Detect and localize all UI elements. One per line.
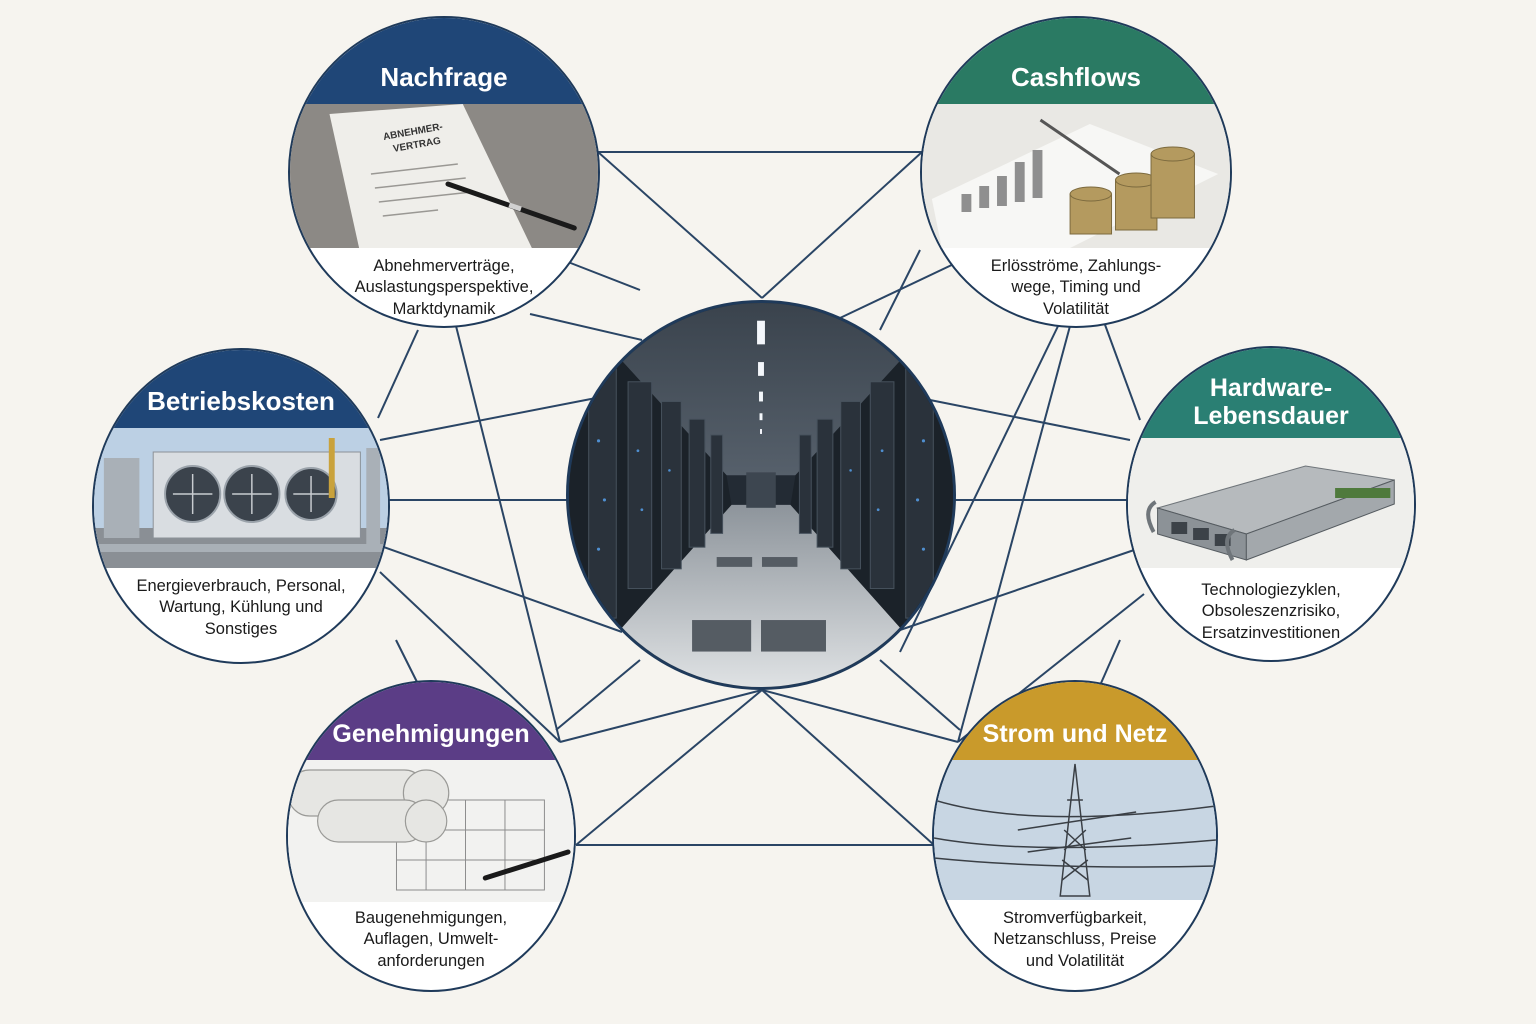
node-nachfrage: Nachfrage ABNEHMER- VERTRAG Abnehmervert… (288, 16, 600, 328)
node-title: Betriebskosten (94, 350, 388, 428)
node-genehmigungen: Genehmigungen Baugenehmigungen (286, 680, 576, 992)
node-title: Cashflows (922, 18, 1230, 104)
connector-line (559, 689, 763, 743)
connector-line (879, 249, 921, 331)
node-description: Erlösströme, Zahlungs- wege, Timing und … (990, 257, 1162, 318)
rack-server-image (1128, 438, 1414, 568)
contract-document-image: ABNEHMER- VERTRAG (290, 104, 598, 248)
hub-data-center-image (566, 300, 956, 690)
node-cashflows: Cashflows Erlösströme, Zahlungs- wege, T… (920, 16, 1232, 328)
connector-line (761, 689, 935, 846)
cashflow-chart-coins-image (922, 104, 1230, 248)
connector-line (567, 261, 641, 291)
node-description: Baugenehmigungen, Auflagen, Umwelt- anfo… (354, 909, 508, 970)
node-description: Stromverfügbarkeit, Netzanschluss, Preis… (993, 909, 1157, 970)
connector-line (597, 151, 763, 299)
node-title: Hardware- Lebensdauer (1128, 348, 1414, 438)
cooling-units-image (94, 428, 388, 568)
connector-line (455, 325, 561, 743)
connector-line (1097, 639, 1121, 691)
node-strom-und-netz: Strom und Netz Stromverfügbarkeit, Netza… (932, 680, 1218, 992)
connector-line (377, 544, 623, 633)
connector-line (761, 151, 923, 299)
node-title: Nachfrage (290, 18, 598, 104)
connector-line (379, 397, 597, 441)
connector-line (395, 639, 419, 685)
node-description: Energieverbrauch, Personal, Wartung, Küh… (136, 577, 346, 638)
node-description: Abnehmerverträge, Auslastungsperspektive… (354, 257, 534, 318)
connector-line (529, 313, 643, 341)
node-description: Technologiezyklen, Obsoleszenzrisiko, Er… (1201, 581, 1341, 642)
power-tower-image (934, 760, 1216, 900)
connector-line (575, 689, 763, 846)
data-center-aisle-image (569, 303, 953, 687)
connector-line (929, 399, 1131, 441)
node-title: Strom und Netz (934, 682, 1216, 760)
node-betriebskosten: Betriebskosten E (92, 348, 390, 664)
node-title: Genehmigungen (288, 682, 574, 760)
connector-line (899, 547, 1141, 631)
building-plans-image (288, 760, 574, 902)
node-hardware-lebensdauer: Hardware- Lebensdauer Technologiezyklen,… (1126, 346, 1416, 662)
connector-line (761, 689, 959, 743)
connector-line (957, 325, 1071, 743)
